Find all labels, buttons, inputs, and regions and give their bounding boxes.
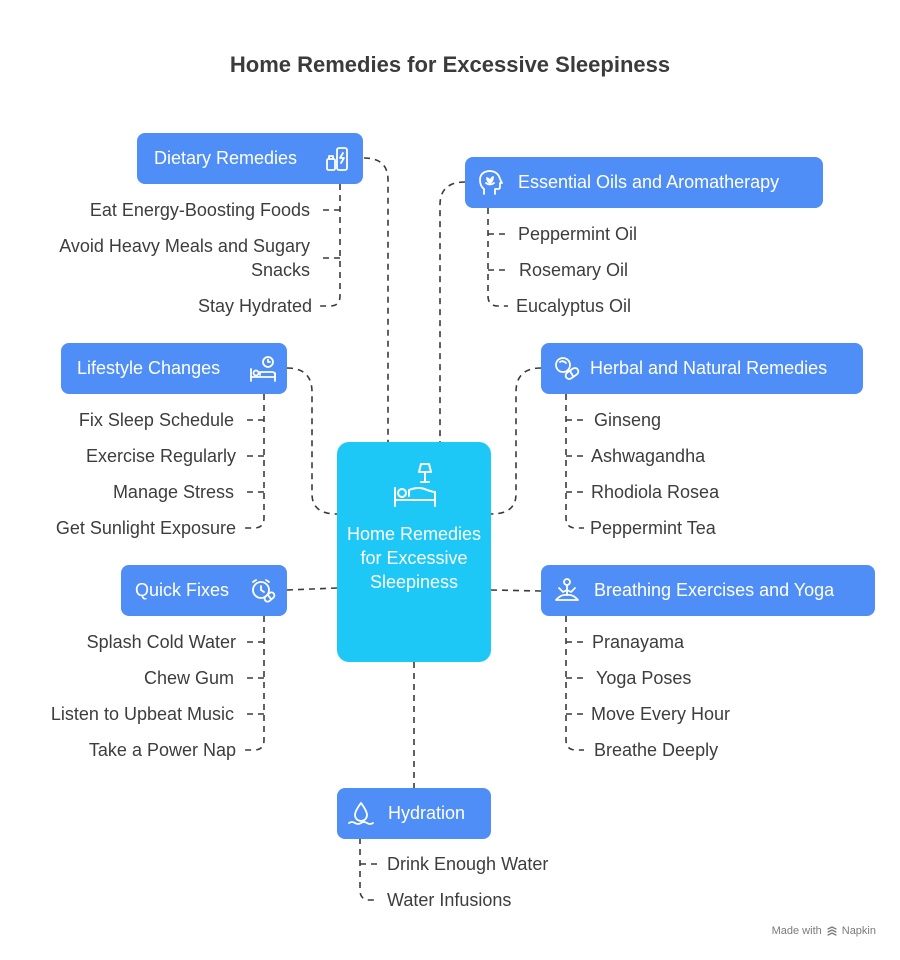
link-lifestyle (286, 367, 338, 515)
meditation-icon (553, 577, 581, 605)
center-label: Home Remedies for Excessive Sleepiness (346, 524, 482, 592)
node-label: Hydration (388, 803, 466, 823)
link-dietary-items (320, 184, 341, 307)
head-lotus-icon (477, 169, 505, 197)
link-quick-items (244, 616, 265, 751)
node-herbal-remedies: Herbal and Natural Remedies (541, 343, 863, 394)
node-dietary-remedies: Dietary Remedies (137, 133, 363, 184)
node-lifestyle-changes: Lifestyle Changes (61, 343, 287, 394)
node-label: Herbal and Natural Remedies (590, 358, 828, 378)
list-item: Chew Gum (143, 668, 234, 688)
center-node: Home Remedies for Excessive Sleepiness (337, 442, 491, 662)
link-herbal-items (565, 394, 584, 529)
list-item: Water Infusions (387, 890, 512, 910)
list-item: Avoid Heavy Meals and Sugary Snacks (59, 236, 310, 280)
list-item: Eucalyptus Oil (516, 296, 632, 316)
made-with-napkin: Made with Napkin (772, 925, 876, 937)
node-quick-fixes: Quick Fixes (121, 565, 287, 616)
diagram-title: Home Remedies for Excessive Sleepiness (229, 52, 671, 77)
list-item: Ginseng (594, 410, 662, 430)
list-item: Peppermint Oil (518, 224, 638, 244)
list-item: Fix Sleep Schedule (78, 410, 234, 430)
list-item: Rosemary Oil (519, 260, 629, 280)
list-item: Get Sunlight Exposure (55, 518, 236, 538)
list-item: Stay Hydrated (197, 296, 312, 316)
node-label: Breathing Exercises and Yoga (594, 580, 835, 600)
link-oils (439, 181, 466, 442)
list-item: Move Every Hour (591, 704, 731, 724)
list-item: Drink Enough Water (387, 854, 549, 874)
list-item: Ashwagandha (591, 446, 706, 466)
node-breathing-yoga: Breathing Exercises and Yoga (541, 565, 875, 616)
list-item: Splash Cold Water (86, 632, 236, 652)
list-item: Listen to Upbeat Music (50, 704, 234, 724)
list-item: Peppermint Tea (590, 518, 716, 538)
link-lifestyle-items (244, 394, 265, 529)
footer-made-with: Made with (771, 925, 822, 937)
capsule-icon (553, 355, 581, 383)
node-hydration: Hydration (337, 788, 491, 839)
list-item: Take a Power Nap (88, 740, 236, 760)
water-drop-icon (347, 800, 375, 828)
link-herbal (490, 367, 542, 515)
list-item: Rhodiola Rosea (591, 482, 720, 502)
link-dietary (363, 157, 389, 442)
list-item: Yoga Poses (596, 668, 692, 688)
link-breathing-items (565, 616, 584, 751)
link-breathing (490, 589, 542, 592)
node-label: Lifestyle Changes (77, 358, 221, 378)
link-hydration-items (359, 838, 378, 901)
bed-clock-icon (249, 355, 277, 383)
list-item: Pranayama (592, 632, 685, 652)
node-essential-oils: Essential Oils and Aromatherapy (465, 157, 823, 208)
bed-lamp-icon (391, 460, 439, 510)
energy-drink-icon (323, 145, 351, 173)
list-item: Eat Energy-Boosting Foods (89, 200, 310, 220)
node-label: Essential Oils and Aromatherapy (518, 172, 780, 192)
link-quick (286, 587, 338, 591)
node-label: Quick Fixes (135, 580, 230, 600)
alarm-pill-icon (249, 577, 277, 605)
node-label: Dietary Remedies (154, 148, 298, 168)
link-oils-items (487, 208, 508, 307)
list-item: Manage Stress (112, 482, 234, 502)
list-item: Exercise Regularly (85, 446, 236, 466)
footer-brand: Napkin (841, 925, 876, 937)
list-item: Breathe Deeply (594, 740, 719, 760)
napkin-logo-icon (826, 925, 838, 937)
